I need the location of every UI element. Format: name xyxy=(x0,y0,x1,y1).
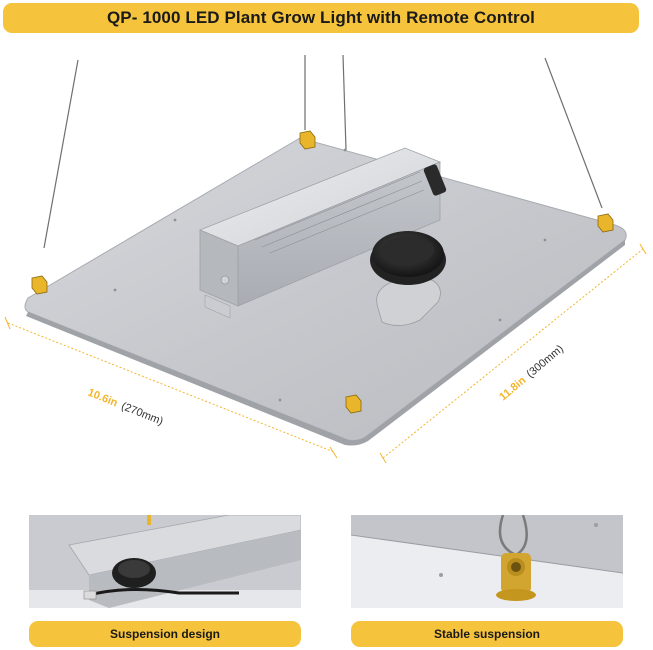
product-illustration: 10.6in (270mm) 11.8in (300mm) xyxy=(4,54,647,464)
length-label: 11.8in (300mm) xyxy=(497,343,566,403)
length-mm: (300mm) xyxy=(525,343,566,380)
length-inches: 11.8in xyxy=(497,374,528,403)
width-dimension xyxy=(4,316,338,459)
width-mm: (270mm) xyxy=(119,400,164,428)
length-dimension xyxy=(379,243,647,464)
feature-label-stable-suspension: Stable suspension xyxy=(351,621,623,647)
dimmer-knob xyxy=(370,231,446,326)
feature-label-suspension-design: Suspension design xyxy=(29,621,301,647)
feature-label-text: Suspension design xyxy=(109,627,220,641)
width-inches: 10.6in xyxy=(86,387,120,410)
page-title: QP- 1000 LED Plant Grow Light with Remot… xyxy=(106,8,536,27)
led-driver xyxy=(198,147,447,319)
feature-label-text: Stable suspension xyxy=(433,627,541,641)
title-banner: QP- 1000 LED Plant Grow Light with Remot… xyxy=(3,3,639,33)
light-panel xyxy=(24,137,627,446)
hanger-hooks xyxy=(31,130,614,414)
stable-suspension-photo xyxy=(351,515,623,608)
suspension-design-photo xyxy=(29,515,301,608)
width-label: 10.6in (270mm) xyxy=(86,387,165,428)
